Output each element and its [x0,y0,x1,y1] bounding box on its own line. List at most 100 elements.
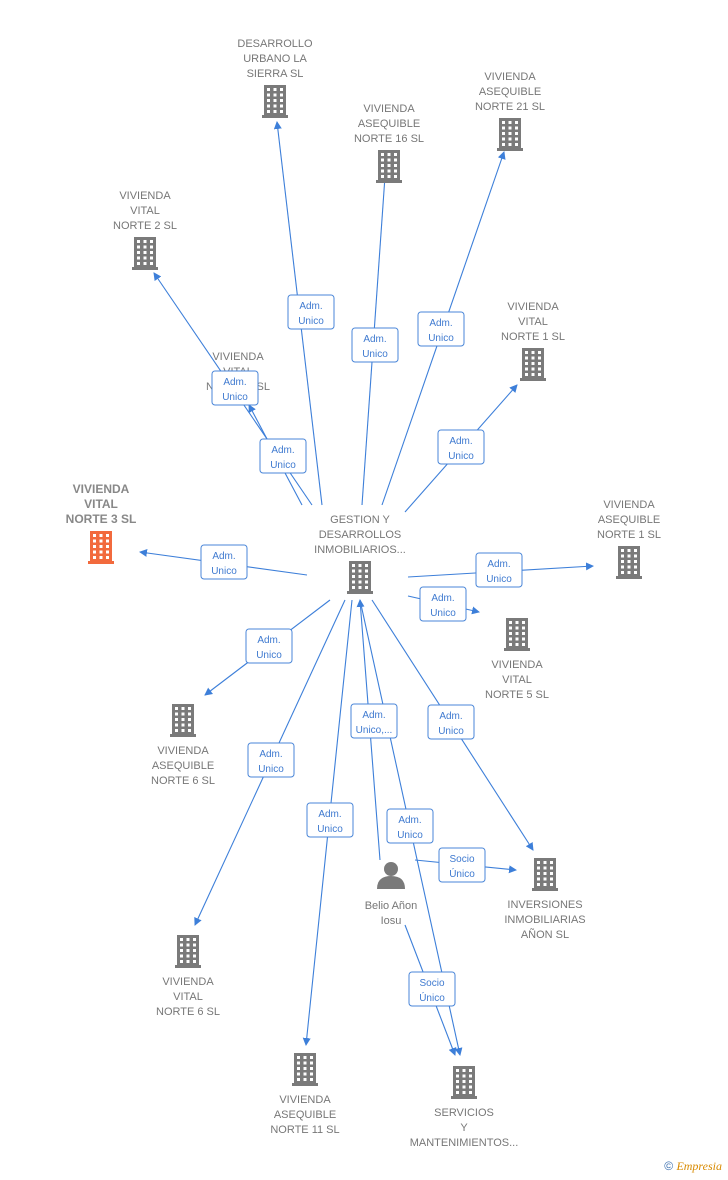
watermark: © Empresia [664,1159,722,1174]
relation-badge[interactable]: Adm.Unico [437,429,485,465]
node-vv1[interactable]: VIVIENDA VITAL NORTE 1 SL [501,301,565,381]
node-label: NORTE 1 SL [501,331,565,343]
relation-badge-box [350,703,398,739]
relation-badge[interactable]: Adm.Unico [245,628,293,664]
person-icon [377,862,405,889]
relation-badge-text: Adm. [299,301,322,312]
relation-badge-text: Unico [448,451,474,462]
node-label: NORTE 21 SL [475,101,545,113]
building-icon [616,546,642,579]
node-label: NORTE 6 SL [151,775,215,787]
node-label: NORTE 16 SL [354,133,424,145]
relation-badge-box [438,847,486,883]
relation-badge-box [437,429,485,465]
relation-badge-text: Adm. [398,815,421,826]
node-label: Iosu [381,915,402,927]
node-label: VITAL [502,674,532,686]
node-vv2[interactable]: VIVIENDA VITAL NORTE 2 SL [113,190,177,270]
building-icon [132,237,158,270]
node-label: INMOBILIARIAS [504,914,585,926]
building-icon [520,348,546,381]
relation-badge-text: Adm. [363,334,386,345]
node-center[interactable]: GESTION YDESARROLLOSINMOBILIARIOS... [314,514,406,594]
relation-badge[interactable]: Adm.Unico [259,438,307,474]
node-label: VIVIENDA [603,499,655,511]
relation-badge-box [417,311,465,347]
relation-badge-text: Adm. [223,377,246,388]
node-label: VIVIENDA [119,190,171,202]
node-label: VIVIENDA [73,482,130,496]
building-icon [347,561,373,594]
building-icon [262,85,288,118]
node-label: SIERRA SL [247,68,304,80]
node-label: INVERSIONES [507,899,582,911]
building-icon [532,858,558,891]
relation-badge[interactable]: Adm.Unico [419,586,467,622]
node-label: NORTE 5 SL [485,689,549,701]
relation-badge-text: Adm. [318,809,341,820]
nodes-layer: GESTION YDESARROLLOSINMOBILIARIOS...DESA… [66,38,661,1149]
relation-badge-box [211,370,259,406]
relation-badge[interactable]: Adm.Unico [427,704,475,740]
relation-badge[interactable]: Adm. Unico [386,808,434,844]
node-label: VITAL [173,991,203,1003]
relation-badge[interactable]: Adm.Unico [247,742,295,778]
node-label: DESARROLLOS [319,529,402,541]
node-label: ASEQUIBLE [274,1109,336,1121]
node-label: INMOBILIARIOS... [314,544,406,556]
node-servicios[interactable]: SERVICIOSYMANTENIMIENTOS... [410,1066,519,1149]
relation-badge[interactable]: Adm. Unico [417,311,465,347]
node-va16[interactable]: VIVIENDA ASEQUIBLE NORTE 16 SL [354,103,424,183]
node-label: VIVIENDA [484,71,536,83]
relation-badge-box [419,586,467,622]
building-icon [170,704,196,737]
building-icon [451,1066,477,1099]
node-label: NORTE 2 SL [113,220,177,232]
relation-badge-text: Adm. [362,710,385,721]
node-va21[interactable]: VIVIENDA ASEQUIBLE NORTE 21 SL [475,71,545,151]
relation-badge-text: Unico [428,333,454,344]
relation-badge-box [259,438,307,474]
relation-badge[interactable]: Adm. Unico [287,294,335,330]
building-icon [497,118,523,151]
node-label: VIVIENDA [507,301,559,313]
node-label: ASEQUIBLE [152,760,214,772]
node-label: ASEQUIBLE [479,86,541,98]
node-label: AÑON SL [521,928,569,941]
relation-badge-text: Unico [397,830,423,841]
node-label: VITAL [130,205,160,217]
building-icon [376,150,402,183]
node-label: ASEQUIBLE [358,118,420,130]
relation-badge-box [306,802,354,838]
relation-badge[interactable]: Adm.Unico,... [350,703,398,739]
relation-badge-box [287,294,335,330]
relation-badge-text: Adm. [429,318,452,329]
relations-layer: Adm.UnicoAdm.UnicoAdm.UnicoAdm.UnicoAdm.… [200,294,523,1007]
node-inversiones[interactable]: INVERSIONES INMOBILIARIAS AÑON SL [504,858,586,941]
relation-badge[interactable]: Adm.Unico [475,552,523,588]
relation-badge[interactable]: Adm.Unico [200,544,248,580]
relation-badge[interactable]: Adm.Unico [211,370,259,406]
relation-badge-text: Socio [449,854,474,865]
relation-badge-text: Unico [317,824,343,835]
building-icon [175,935,201,968]
copyright-symbol: © [664,1159,674,1173]
relation-badge[interactable]: Adm.Unico [351,327,399,363]
node-label: VITAL [518,316,548,328]
relation-badge[interactable]: Adm. Unico [306,802,354,838]
relation-badge-text: Único [449,867,475,880]
node-label: VIVIENDA [363,103,415,115]
relation-badge-text: Adm. [431,593,454,604]
relation-badge-text: Unico [298,316,324,327]
relation-badge-text: Unico [256,650,282,661]
